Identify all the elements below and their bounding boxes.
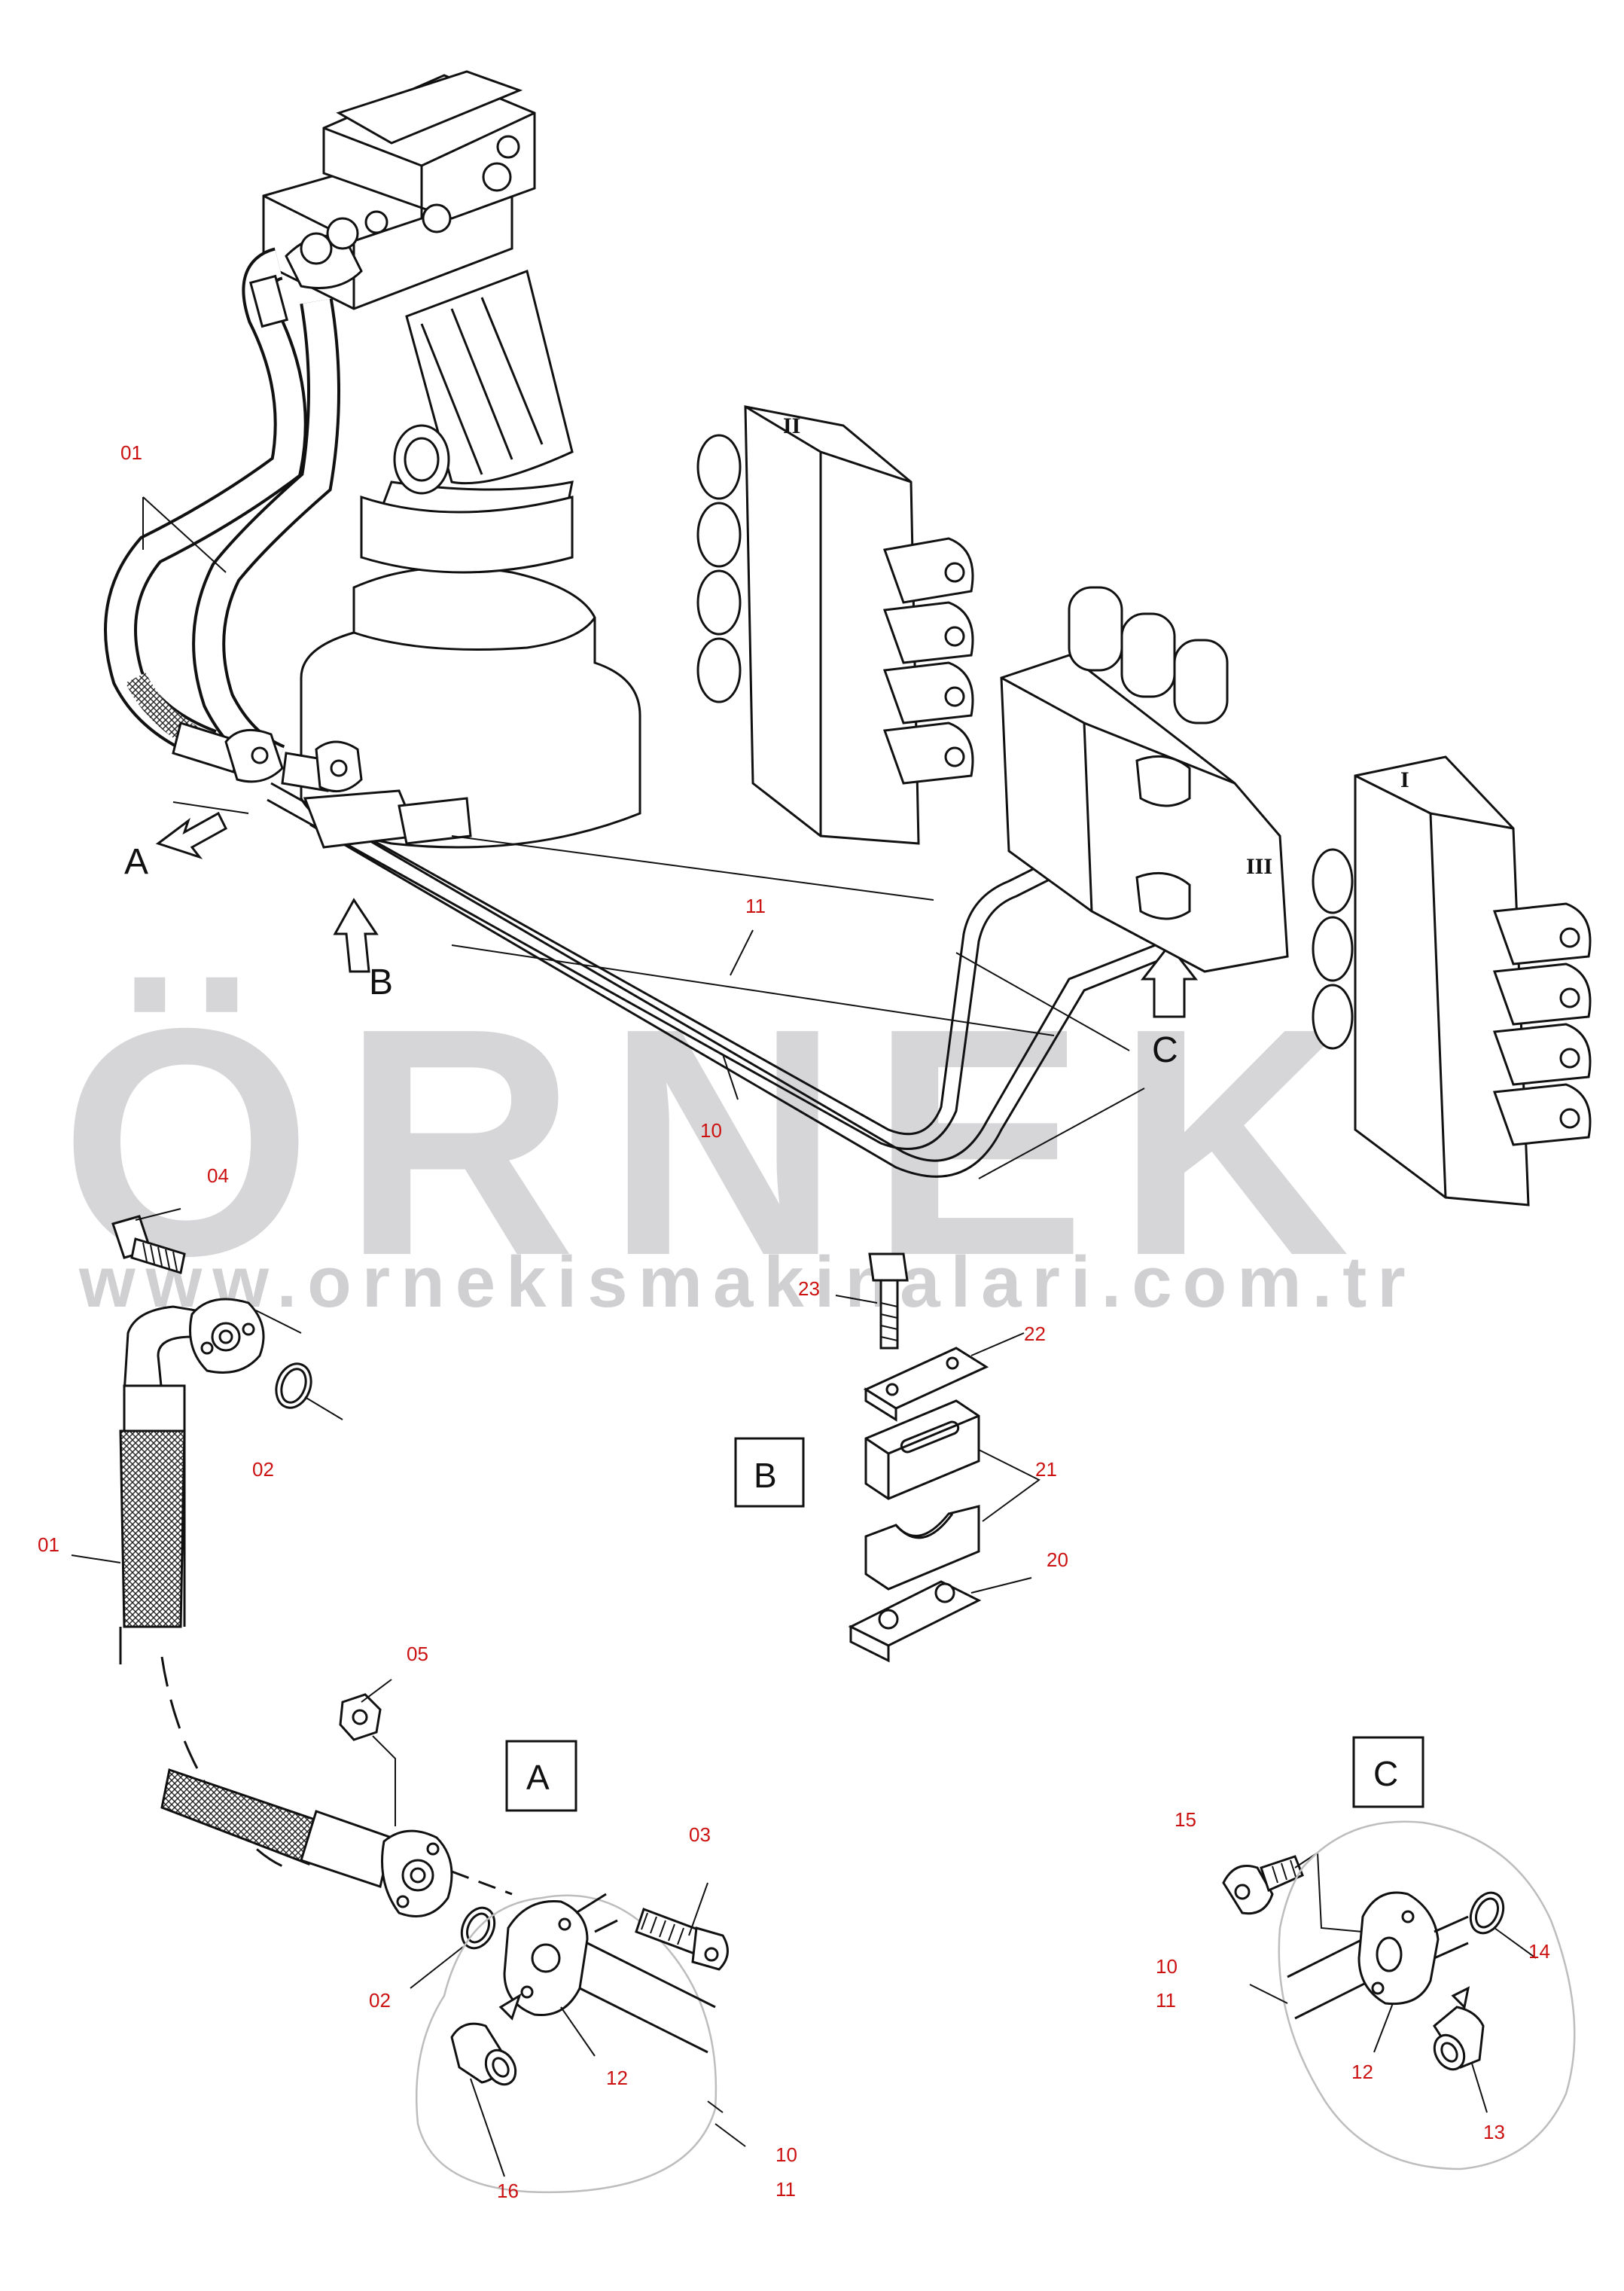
detail-box-b-label: B	[754, 1456, 777, 1495]
detail-box-c-label: C	[1373, 1754, 1398, 1793]
callout-10-top: 10	[700, 1119, 722, 1142]
detail-box-b	[734, 1437, 805, 1508]
callout-15: 15	[1175, 1808, 1196, 1831]
callout-23: 23	[798, 1277, 820, 1300]
callout-10-c: 10	[1156, 1955, 1178, 1978]
callout-16: 16	[497, 2180, 519, 2202]
callout-13: 13	[1483, 2121, 1505, 2143]
view-label-b: B	[369, 962, 393, 1002]
detail-box-a-label: A	[526, 1758, 550, 1797]
detail-b: B 23 22 21 20	[734, 1252, 1068, 1663]
callout-11-a: 11	[775, 2178, 796, 2201]
callout-12-c: 12	[1351, 2061, 1373, 2083]
callout-03: 03	[689, 1823, 711, 1846]
main-assembly: II III	[104, 70, 1592, 1207]
detail-box-a	[505, 1740, 577, 1812]
callout-02-left: 02	[252, 1458, 274, 1481]
detail-a: A	[160, 1643, 797, 2202]
watermark-url: www.ornekismakinalari.com.tr	[78, 1242, 1416, 1322]
valve-iii-label: III	[1246, 854, 1272, 879]
detail-c: C 15 10 11 14 12 13	[1156, 1736, 1576, 2171]
watermark: ÖRNEK www.ornekismakinalari.com.tr	[60, 962, 1416, 1323]
hose-pair	[104, 247, 340, 776]
callout-20: 20	[1047, 1548, 1068, 1571]
callout-01-top: 01	[120, 441, 142, 464]
hose-fittings	[172, 721, 363, 793]
pipes	[267, 782, 1181, 1178]
leader-lines-main	[142, 496, 1145, 1179]
callout-02-a: 02	[369, 1989, 391, 2012]
callout-22: 22	[1024, 1322, 1046, 1345]
callout-01-left: 01	[38, 1533, 59, 1556]
callout-12-a: 12	[606, 2067, 628, 2089]
callout-04: 04	[207, 1164, 229, 1187]
control-valve-iii: III	[1000, 586, 1289, 973]
view-label-c: C	[1152, 1030, 1178, 1070]
callout-21: 21	[1035, 1458, 1057, 1481]
view-arrow-a	[155, 811, 227, 859]
valve-i-label: I	[1400, 767, 1409, 792]
callout-11-c: 11	[1156, 1989, 1176, 2012]
view-arrow-c	[1140, 943, 1199, 1018]
callout-14: 14	[1528, 1940, 1550, 1963]
valve-ii-label: II	[783, 413, 800, 438]
detail-box-c	[1352, 1736, 1424, 1808]
callout-05: 05	[407, 1643, 428, 1665]
view-arrow-b	[333, 898, 379, 973]
control-valve-ii: II	[696, 405, 974, 845]
callout-10-a: 10	[775, 2143, 797, 2166]
view-label-a: A	[124, 842, 148, 882]
callout-11-top: 11	[745, 895, 766, 917]
left-hose-detail: 04 02 01	[38, 1164, 343, 1869]
watermark-brand: ÖRNEK	[60, 962, 1380, 1323]
control-valve-i: I	[1312, 755, 1592, 1207]
